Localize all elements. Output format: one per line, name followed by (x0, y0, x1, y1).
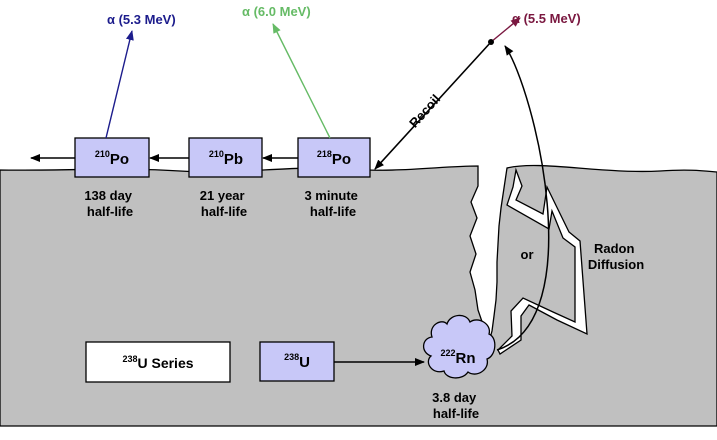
u238-mass: 238 (284, 352, 299, 362)
u238-symbol: U (299, 354, 310, 371)
po210-halflife-line1: 138 day (84, 188, 132, 203)
series-mass: 238 (122, 354, 137, 364)
rn222-symbol: Rn (456, 350, 476, 367)
radon-diffusion-line1: Radon (594, 241, 635, 256)
or-label: or (521, 247, 534, 262)
alpha-po210-arrow (106, 31, 132, 138)
po210-symbol: Po (110, 151, 129, 168)
alpha-po218-arrow (273, 24, 330, 138)
rn222-halflife: 3.8 day half-life (432, 390, 480, 421)
po210-halflife: 138 day half-life (84, 188, 135, 219)
rn222-halflife-line1: 3.8 day (432, 390, 477, 405)
po218-halflife-line1: 3 minute (304, 188, 357, 203)
rn222-halflife-line2: half-life (433, 406, 479, 421)
po218-mass: 218 (317, 149, 332, 159)
rn222-cloud (424, 315, 495, 377)
decay-point (488, 39, 494, 45)
radon-diffusion-line2: Diffusion (588, 257, 644, 272)
po218-halflife-line2: half-life (310, 204, 356, 219)
po218-symbol: Po (332, 151, 351, 168)
alpha-po218-label: α (6.0 MeV) (242, 4, 311, 19)
pb210-halflife: 21 year half-life (200, 188, 248, 219)
alpha-po210-label: α (5.3 MeV) (107, 12, 176, 27)
radon-diffusion-label: Radon Diffusion (588, 241, 644, 272)
pb210-symbol: Pb (224, 151, 243, 168)
pb210-halflife-line2: half-life (201, 204, 247, 219)
po210-mass: 210 (95, 149, 110, 159)
pb210-halflife-line1: 21 year (200, 188, 245, 203)
rn222-mass: 222 (440, 348, 455, 358)
pb210-mass: 210 (209, 149, 224, 159)
recoil-label: Recoil (406, 91, 443, 130)
po210-halflife-line2: half-life (87, 204, 133, 219)
po218-halflife: 3 minute half-life (304, 188, 361, 219)
alpha-rn222-label: α (5.5 MeV) (512, 11, 581, 26)
series-text: U Series (137, 355, 193, 371)
